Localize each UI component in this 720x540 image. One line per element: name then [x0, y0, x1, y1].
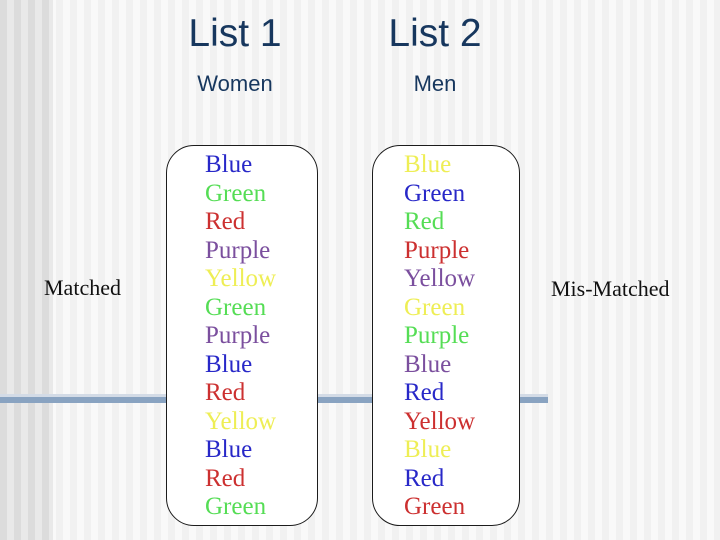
color-word: Green: [205, 293, 267, 321]
color-word: Blue: [205, 436, 253, 463]
color-word: Yellow: [404, 407, 476, 435]
color-word: Purple: [205, 322, 271, 349]
color-word: Yellow: [205, 407, 277, 435]
color-word: Red: [404, 208, 445, 235]
color-word: Green: [205, 179, 267, 207]
left-stripe-band: [0, 0, 53, 540]
color-word: Purple: [205, 236, 271, 264]
color-word: Red: [404, 464, 445, 492]
color-word: Blue: [404, 350, 452, 378]
color-word: Red: [205, 379, 246, 406]
color-word: Green: [404, 179, 466, 207]
color-word: Green: [404, 493, 466, 520]
mismatched-label: Mis-Matched: [551, 276, 670, 301]
list2-title: List 2: [388, 12, 482, 55]
color-word: Purple: [404, 236, 470, 264]
color-word: Red: [205, 464, 246, 492]
color-word: Yellow: [205, 265, 277, 292]
list1-subtitle: Women: [197, 71, 273, 96]
color-word: Blue: [205, 350, 253, 378]
color-word: Purple: [404, 322, 470, 349]
color-word: Red: [205, 208, 246, 235]
color-word: Green: [404, 293, 466, 321]
color-word: Blue: [404, 151, 452, 178]
matched-label: Matched: [44, 275, 121, 300]
list2-subtitle: Men: [413, 71, 457, 96]
color-word: Yellow: [404, 265, 476, 292]
color-word: Red: [404, 379, 445, 406]
list1-title: List 1: [188, 12, 282, 55]
color-word: Blue: [205, 151, 253, 178]
color-word: Blue: [404, 436, 452, 463]
color-word: Green: [205, 493, 267, 520]
